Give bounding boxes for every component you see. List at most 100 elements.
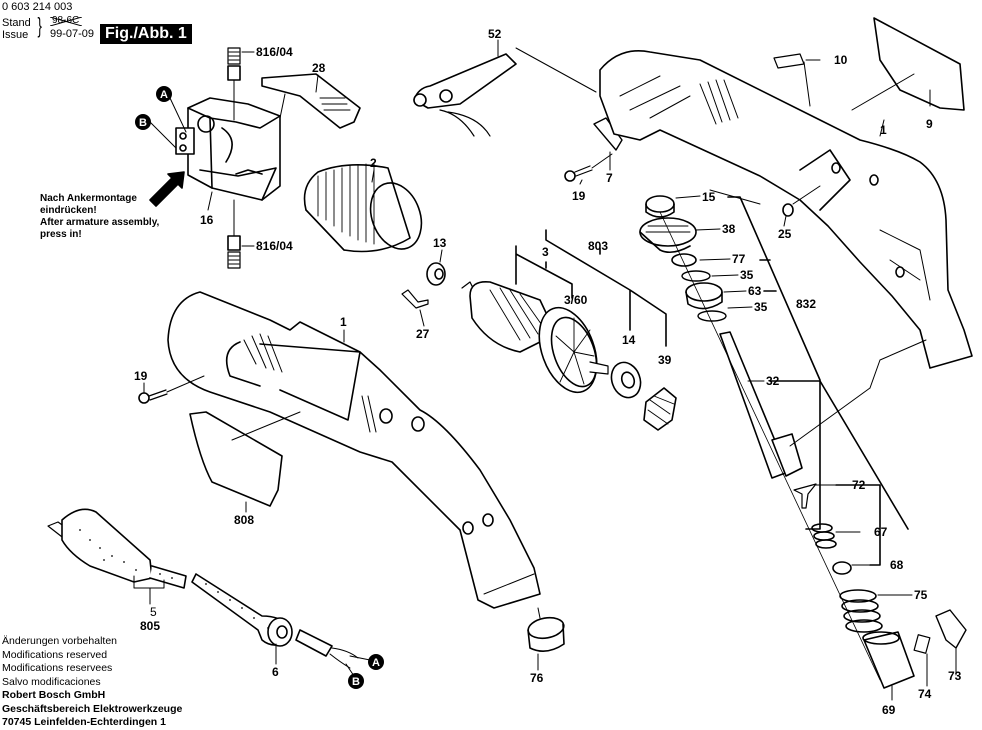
assembly-note: Nach Ankermontage eindrücken! After arma… <box>40 193 159 241</box>
label-19-left: 19 <box>134 369 148 383</box>
carbon-brush-top <box>227 47 241 121</box>
footer-company: Robert Bosch GmbH <box>2 689 106 701</box>
footer-line-es: Salvo modificaciones <box>2 675 101 688</box>
label-803: 803 <box>588 239 608 253</box>
brush-holder-part <box>175 97 281 201</box>
footer-line-en: Modifications reserved <box>2 648 108 661</box>
field-coil-part <box>303 163 423 253</box>
pinion-39-part <box>643 387 677 431</box>
label-9: 9 <box>926 117 933 131</box>
label-5: 5 <box>150 605 157 619</box>
pin-25-part <box>782 185 821 217</box>
connector-a-bottom-icon: A <box>368 654 384 670</box>
nameplate-9-part <box>851 17 965 111</box>
svg-text:B: B <box>352 676 360 688</box>
footer: Änderungen vorbehalten Modifications res… <box>2 635 182 730</box>
footer-line-de: Änderungen vorbehalten <box>2 635 118 647</box>
label-15: 15 <box>702 190 716 204</box>
screw-left-part <box>138 375 205 404</box>
issue-date: 99-07-09 <box>50 28 95 40</box>
label-38: 38 <box>722 222 736 236</box>
label-19-right: 19 <box>572 189 586 203</box>
label-74: 74 <box>918 687 932 701</box>
connector-a-top-icon: A <box>156 86 172 102</box>
label-28: 28 <box>312 61 326 75</box>
cable-grommet-part <box>191 573 293 647</box>
label-3: 3 <box>542 245 549 259</box>
label-27: 27 <box>416 327 430 341</box>
footer-division: Geschäftsbereich Elektrowerkzeuge <box>2 702 183 715</box>
ring-35-b-part <box>697 310 727 322</box>
label-52: 52 <box>488 27 502 41</box>
key-72-part <box>793 483 817 509</box>
switch-slider-part <box>261 73 361 129</box>
label-14: 14 <box>622 333 636 347</box>
strain-relief-part <box>593 117 623 151</box>
power-plug-part <box>47 508 187 589</box>
note-line-en-2: press in! <box>40 229 82 240</box>
label-68: 68 <box>890 558 904 572</box>
armature-part <box>461 280 609 394</box>
connector-b-top-icon: B <box>135 114 151 130</box>
footer-address: 70745 Leinfelden-Echterdingen 1 <box>2 716 166 728</box>
label-32: 32 <box>766 374 780 388</box>
label-6: 6 <box>272 665 279 679</box>
label-63: 63 <box>748 284 762 298</box>
svg-text:A: A <box>372 657 380 669</box>
stand-issue-labels: Stand Issue <box>2 17 31 41</box>
label-7: 7 <box>606 171 613 185</box>
note-line-de-1: Nach Ankermontage <box>40 193 137 204</box>
label-2: 2 <box>370 156 377 170</box>
bearing-15-part <box>645 195 675 218</box>
spring-74-part <box>913 634 931 654</box>
label-1-right: 1 <box>880 123 887 137</box>
label-3-60: 3/60 <box>564 293 588 307</box>
bearing-13-part <box>426 262 446 286</box>
label-67: 67 <box>874 525 888 539</box>
label-69: 69 <box>882 703 896 717</box>
lever-73-part <box>935 609 967 649</box>
ring-35-a-part <box>681 270 711 282</box>
issue-label: Issue <box>2 29 29 41</box>
switch-52-part <box>413 47 597 137</box>
label-16: 16 <box>200 213 214 227</box>
nut-68-part <box>832 561 852 575</box>
housing-left-part <box>167 291 541 609</box>
screw-right-part <box>564 153 613 182</box>
spring-75-part <box>839 589 883 633</box>
bearing-63-part <box>685 282 723 310</box>
label-77: 77 <box>732 252 746 266</box>
note-line-de-2: eindrücken! <box>40 205 97 216</box>
cable-end-part <box>295 629 359 669</box>
part-number: 0 603 214 003 <box>2 1 73 13</box>
label-76: 76 <box>530 671 544 685</box>
strike-through-icon <box>50 17 82 26</box>
note-line-en-1: After armature assembly, <box>40 217 160 228</box>
label-72: 72 <box>852 478 866 492</box>
stand-label: Stand <box>2 17 31 29</box>
spring-67-part <box>811 523 837 549</box>
footer-line-fr: Modifications reservees <box>2 662 113 674</box>
label-805: 805 <box>140 619 160 633</box>
label-10: 10 <box>834 53 848 67</box>
label-832: 832 <box>796 297 816 311</box>
label-39: 39 <box>658 353 672 367</box>
svg-text:A: A <box>160 89 168 101</box>
svg-text:B: B <box>139 117 147 129</box>
label-73: 73 <box>948 669 962 683</box>
label-25: 25 <box>778 227 792 241</box>
label-808: 808 <box>234 513 254 527</box>
spindle-32-part <box>719 331 927 479</box>
bevel-gear-38-part <box>639 217 697 254</box>
washer-77-part <box>671 253 697 267</box>
carbon-brush-bottom <box>227 199 241 269</box>
press-in-arrow-icon <box>149 171 185 207</box>
label-35-b: 35 <box>754 300 768 314</box>
old-date-struck: 98-6C <box>52 15 80 26</box>
connector-b-bottom-icon: B <box>348 673 364 689</box>
brace-symbol: } <box>37 13 42 38</box>
plate-10-part <box>773 53 805 69</box>
label-brush-bottom: 816/04 <box>256 239 293 253</box>
